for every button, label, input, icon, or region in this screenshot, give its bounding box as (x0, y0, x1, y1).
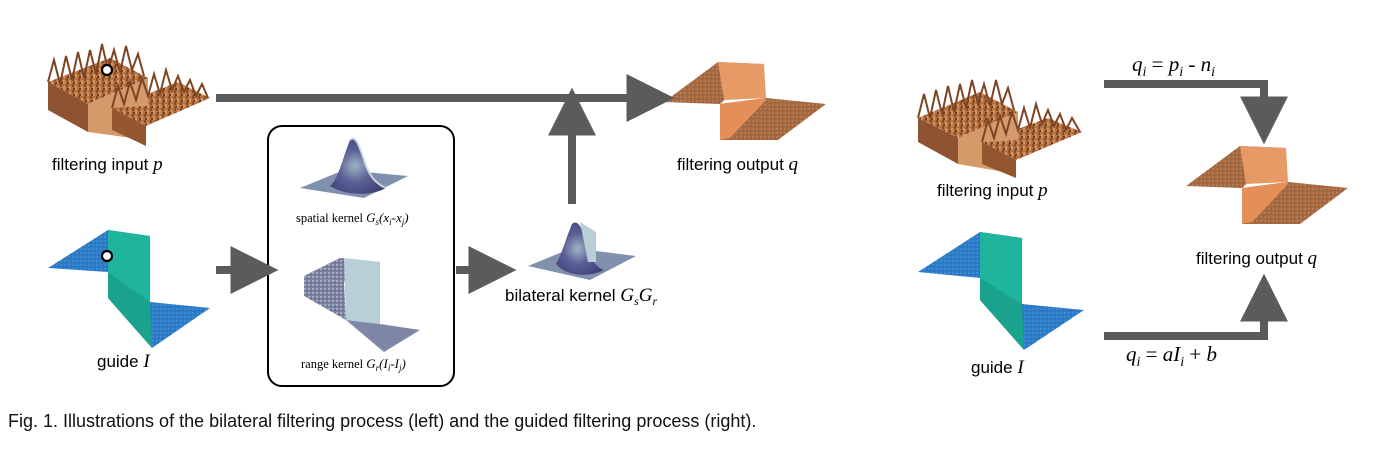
left-guide-pixel-marker (100, 249, 114, 263)
bilateral-kernel-surface (528, 222, 636, 280)
figure-caption: Fig. 1. Illustrations of the bilateral f… (8, 411, 757, 431)
left-guide-label: guide I (97, 351, 151, 372)
right-guide-label: guide I (971, 357, 1025, 378)
left-output-label: filtering output q (677, 154, 799, 175)
equation-top: qi = pi - ni (1132, 52, 1215, 80)
spatial-kernel-surface (300, 137, 408, 198)
right-output-surface (1186, 146, 1348, 224)
left-input-surface (47, 43, 210, 146)
range-kernel-surface (304, 258, 420, 352)
right-guide-surface (918, 232, 1084, 350)
spatial-kernel-label: spatial kernel Gs(xi-xj) (296, 210, 409, 227)
arrow-guide-to-output-right (1104, 273, 1288, 340)
left-input-pixel-marker (100, 63, 114, 77)
right-output-label: filtering output q (1196, 248, 1318, 269)
equation-bottom: qi = aIi + b (1126, 342, 1217, 370)
right-input-label: filtering input p (937, 180, 1048, 201)
left-output-surface (664, 62, 826, 140)
range-kernel-label: range kernel Gr(Ii-Ij) (301, 356, 406, 373)
left-guide-surface (48, 230, 210, 348)
left-input-label: filtering input p (52, 154, 163, 175)
bilateral-kernel-label: bilateral kernel GsGr (505, 285, 657, 308)
right-input-surface (917, 79, 1082, 178)
arrow-input-to-output-right (1104, 80, 1288, 145)
